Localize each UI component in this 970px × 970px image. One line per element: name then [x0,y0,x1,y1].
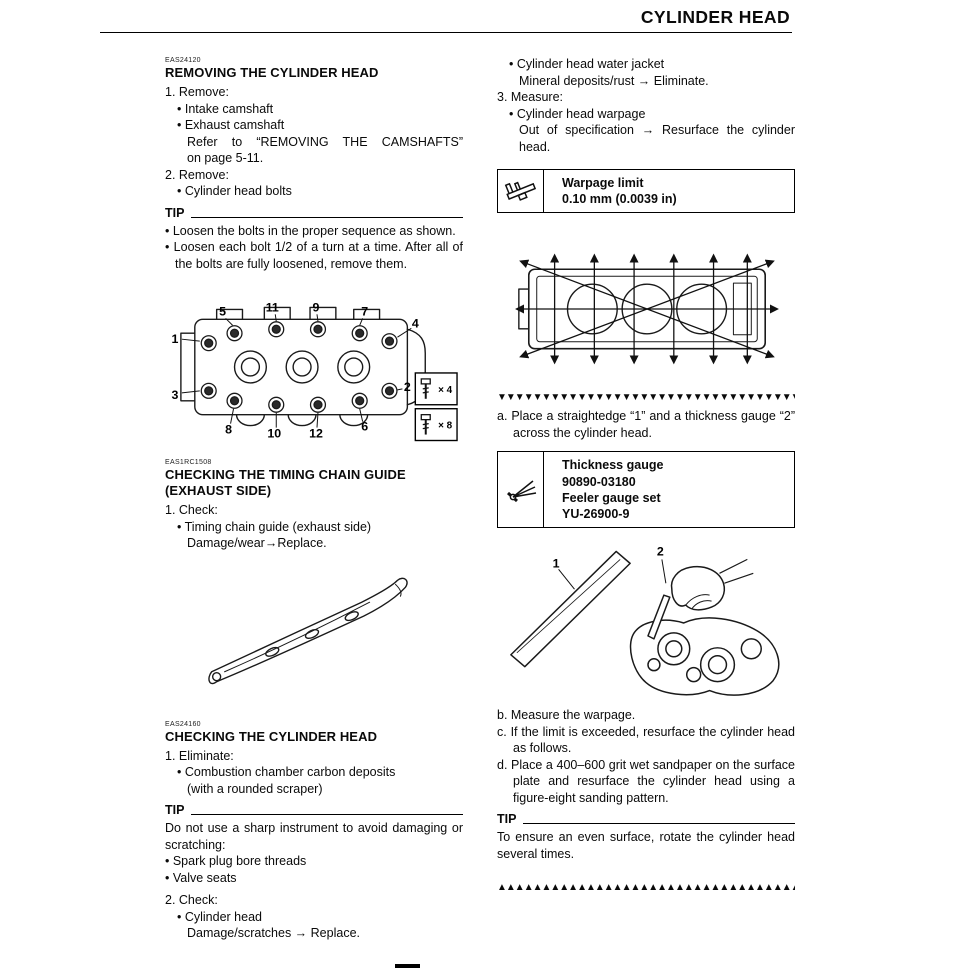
substep-c: c. If the limit is exceeded, resurface t… [497,724,795,756]
bullet-continuation: (with a rounded scraper) [187,781,323,796]
feeler-blade [647,594,671,640]
procedure-end-markers: ▲▲▲▲▲▲▲▲▲▲▲▲▲▲▲▲▲▲▲▲▲▲▲▲▲▲▲▲▲▲▲▲▲▲▲▲▲▲ [497,882,795,894]
tip-rule [191,814,463,815]
bolt-quantity: × 4 [438,385,453,396]
tip-label: TIP [165,803,185,817]
label-leader-lines [181,314,412,428]
bullet-item: • Timing chain guide (exhaust side) [177,519,372,534]
bullet-item: • Cylinder head bolts [177,184,292,198]
bullet-item: • Cylinder head [177,909,262,924]
caliper-icon [498,170,544,213]
bolt-number: 7 [361,304,368,318]
warpage-spec-box: Warpage limit 0.10 mm (0.0039 in) [497,169,795,214]
bolt-icon [420,414,431,435]
straightedge [510,550,631,668]
section-heading-chain-guide: CHECKING THE TIMING CHAIN GUIDE [165,467,406,482]
bolt-number: 2 [404,380,411,394]
page-number-fragment [395,964,420,968]
section-code: EAS24120 [165,57,201,64]
section-code: EAS1RC1508 [165,459,212,466]
tip-heading: TIP [165,205,463,221]
substep-a: a. Place a straightedge “1” and a thickn… [497,409,795,440]
bolt-number: 6 [361,420,368,434]
left-column: EAS24120 REMOVING THE CYLINDER HEAD 1. R… [165,56,463,942]
warpage-spec-text: Warpage limit 0.10 mm (0.0039 in) [544,170,794,212]
section-heading-checking-head: CHECKING THE CYLINDER HEAD [165,728,378,744]
bolt-number: 12 [309,427,323,441]
tip-text: Do not use a sharp instrument to avoid d… [165,821,463,852]
tip-text: To ensure an even surface, rotate the cy… [497,830,795,861]
bullet-item: • Exhaust camshaft [177,118,285,132]
bullet-item: • Cylinder head warpage [509,106,646,121]
measurement-arrows [515,253,779,365]
header-rule [100,32,792,33]
bolt-number: 4 [412,316,419,330]
bolt-sequence-illustration: 1 5 11 9 7 4 3 8 10 12 6 2 [171,300,458,442]
bolt-sequence-numbers: 1 5 11 9 7 4 3 8 10 12 6 2 [171,300,418,440]
bullet-item: • Intake camshaft [177,101,274,116]
step-item: 3. Measure: [497,90,564,104]
spec-line: 0.10 mm (0.0039 in) [562,192,677,207]
section-heading-chain-guide-2: (EXHAUST SIDE) [165,483,272,498]
tip-label: TIP [497,812,517,827]
cylinder-head-outline [180,306,426,427]
tip-bullet: • Loosen the bolts in the proper sequenc… [165,223,456,238]
warpage-pattern-illustration [515,253,779,365]
thickness-gauge-spec-text: Thickness gauge 90890-03180 Feeler gauge… [544,452,794,527]
bolt-number: 10 [267,427,281,441]
callout-straightedge: 1 [553,557,560,571]
spec-line: Feeler gauge set [562,490,661,505]
result-line: Damage/wear→Replace. [187,536,327,550]
section-heading-removing: REMOVING THE CYLINDER HEAD [165,65,379,80]
step-item: 1. Eliminate: [165,748,234,763]
feeler-gauge-icon [498,452,544,528]
head-bolts [200,321,398,413]
bolt-number: 9 [313,300,320,314]
tip-label: TIP [165,205,185,220]
bolt-number: 3 [171,388,178,402]
step-item: 1. Remove: [165,85,229,99]
tip-heading: TIP [165,802,463,818]
result-line: Mineral deposits/rust → Eliminate. [519,73,709,88]
tip-rule [523,823,795,825]
bullet-item: • Cylinder head water jacket [509,57,665,71]
tip-bullet: • Loosen each bolt 1/2 of a turn at a ti… [165,240,463,271]
right-column: • Cylinder head water jacket Mineral dep… [497,56,795,894]
thickness-gauge-spec-box: Thickness gauge 90890-03180 Feeler gauge… [497,451,795,529]
bolt-quantity: × 8 [438,421,453,432]
tip-bullet: • Spark plug bore threads [165,854,307,868]
spec-line: 90890-03180 [562,474,636,489]
substep-b: b. Measure the warpage. [497,708,636,723]
spec-line: YU-26900-9 [562,507,630,522]
step-item: 1. Check: [165,503,218,517]
bolt-number: 11 [266,300,279,314]
bolt-number: 1 [171,332,178,346]
note-line: on page 5-11. [187,151,264,165]
hand [670,566,726,611]
procedure-start-markers: ▼▼▼▼▼▼▼▼▼▼▼▼▼▼▼▼▼▼▼▼▼▼▼▼▼▼▼▼▼▼▼▼▼▼▼▼▼▼ [497,392,795,404]
timing-chain-guide-illustration [208,577,408,684]
bolt-number: 8 [225,423,232,437]
section-code: EAS24160 [165,720,201,728]
step-item: 2. Check: [165,893,218,907]
step-item: 2. Remove: [165,167,229,182]
chain-guide-outline [208,577,408,684]
bolt-icon [420,378,431,399]
spec-line: Thickness gauge [562,458,664,473]
note-line: Refer to “REMOVING THE CAMSHAFTS” [187,134,463,149]
page-title: CYLINDER HEAD [640,7,790,27]
result-line: Damage/scratches → Replace. [187,926,360,940]
spec-line: Warpage limit [562,176,644,190]
warpage-measurement-illustration: 1 2 [510,545,780,696]
tip-rule [191,216,463,218]
tip-heading: TIP [497,811,795,827]
callout-gauge: 2 [657,545,664,559]
bolt-quantity-boxes: × 4 × 8 [414,372,458,442]
result-line: Out of specification → Resurface the cyl… [519,123,795,154]
substep-d: d. Place a 400–600 grit wet sandpaper on… [497,757,795,805]
tip-bullet: • Valve seats [165,870,237,885]
bolt-number: 5 [219,304,226,318]
bullet-item: • Combustion chamber carbon deposits [177,765,396,779]
